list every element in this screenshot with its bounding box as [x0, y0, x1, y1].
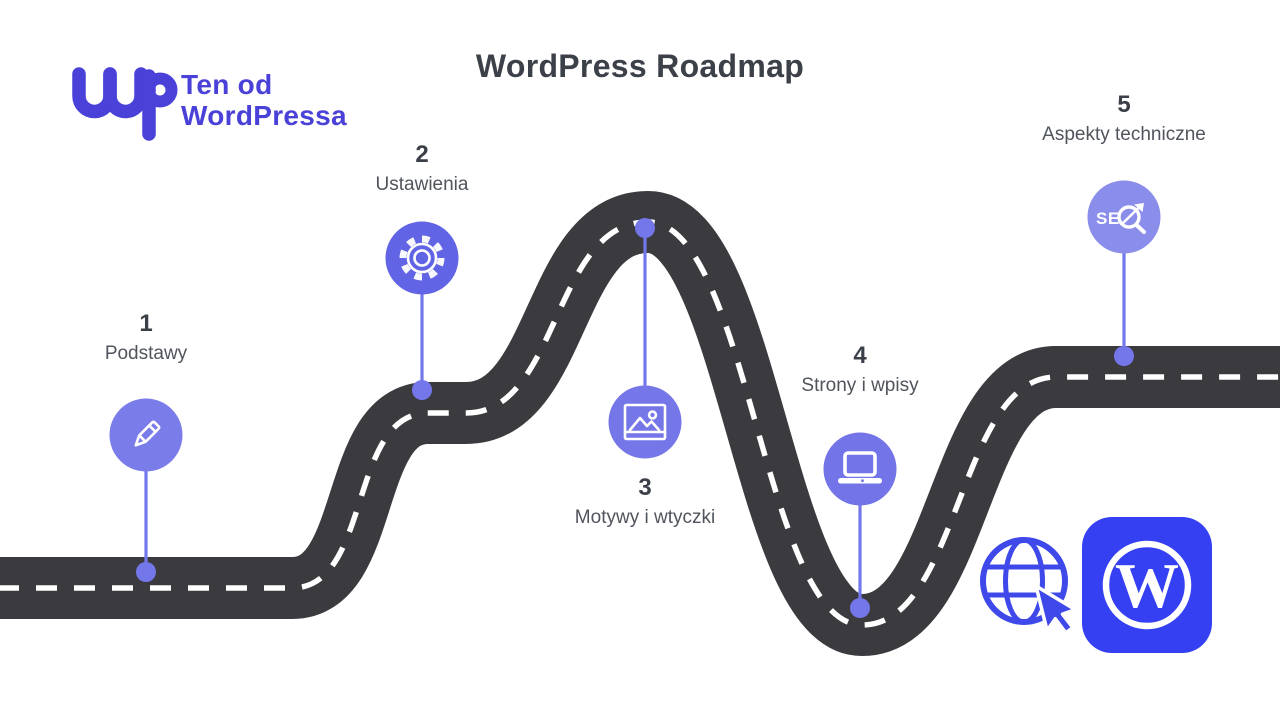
milestone-5-circle — [1087, 180, 1161, 254]
milestone-1-label-group: 1 Podstawy — [105, 310, 187, 365]
milestone-number: 1 — [139, 310, 153, 337]
milestone-label: Podstawy — [104, 343, 188, 364]
road-dot-5 — [1114, 346, 1134, 366]
road-centerline — [0, 219, 1280, 628]
road-dot-2 — [412, 380, 432, 400]
milestone-number: 4 — [853, 342, 867, 369]
milestone-label: Aspekty techniczne — [1042, 124, 1206, 145]
brand-wordmark: Ten od WordPressa — [181, 69, 347, 131]
road-dot-4 — [850, 598, 870, 618]
milestone-5-label-group: 5 Aspekty techniczne — [1042, 91, 1206, 146]
milestone-4-label-group: 4 Strony i wpisy — [801, 342, 918, 397]
image-icon — [623, 403, 667, 441]
pencil-icon — [134, 420, 161, 447]
globe-cursor-icon — [980, 537, 1078, 635]
milestone-1-circle — [109, 398, 183, 472]
wordpress-w-letter: W — [1115, 550, 1179, 621]
milestone-label: Ustawienia — [375, 174, 469, 195]
milestone-number: 5 — [1117, 91, 1131, 118]
wp-logo-mark — [72, 67, 178, 141]
milestone-2-label-group: 2 Ustawienia — [376, 141, 469, 196]
milestone-label: Strony i wpisy — [801, 375, 919, 396]
page-title: WordPress Roadmap — [475, 48, 805, 84]
milestone-4-circle — [823, 432, 897, 506]
seo-icon: SE — [1096, 203, 1146, 234]
milestone-number: 3 — [638, 474, 652, 501]
cursor-icon — [1034, 584, 1078, 635]
laptop-icon — [838, 451, 882, 484]
milestone-3-label-group: 3 Motywy i wtyczki — [575, 474, 715, 529]
milestone-label: Motywy i wtyczki — [574, 507, 716, 528]
seo-text: SE — [1096, 209, 1120, 228]
milestone-number: 2 — [415, 141, 429, 168]
road-dots — [136, 218, 1134, 618]
brand-line2: WordPressa — [181, 100, 347, 131]
road-dot-1 — [136, 562, 156, 582]
wordpress-icon: W — [1082, 517, 1212, 653]
road-dot-3 — [635, 218, 655, 238]
gear-icon — [399, 235, 445, 281]
brand-line1: Ten od — [181, 69, 273, 100]
